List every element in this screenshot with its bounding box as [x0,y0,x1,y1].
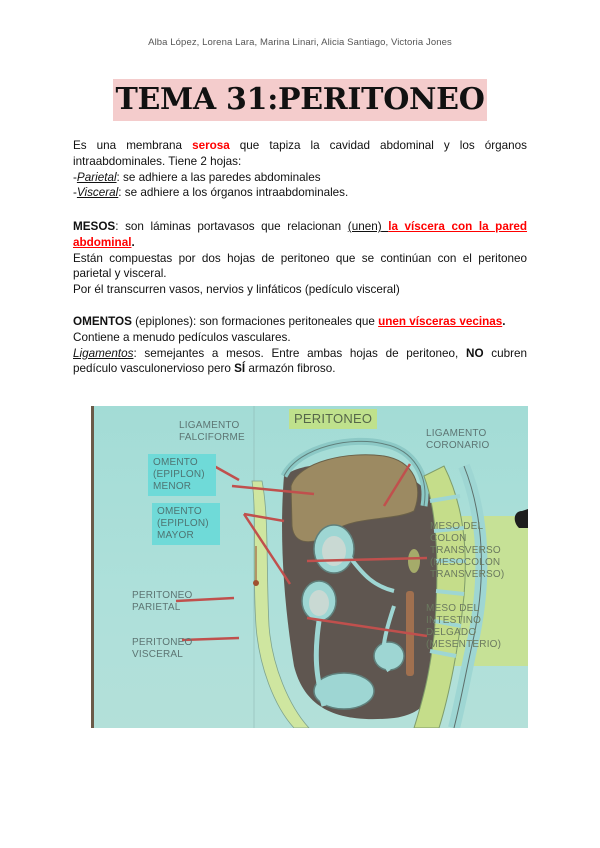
label-line: COLON [430,533,467,544]
underlined-unen: (unen) [347,220,382,233]
label-line: OMENTO [153,457,198,468]
emphasis-no: NO [466,346,484,360]
label-line: PERITONEO [132,637,193,648]
term-ligamentos: Ligamentos [73,346,134,360]
label-line: DELGADO [426,627,477,638]
label-line: PARIETAL [132,602,181,613]
mesos-composition: Están compuestas por dos hojas de perito… [73,251,527,281]
label-line: CORONARIO [426,440,490,451]
highlight-serosa: serosa [192,139,230,152]
period: . [131,235,135,249]
label-line: LIGAMENTO [179,420,240,431]
anatomy-illustration [175,406,528,728]
label-peritoneo-parietal: PERITONEO PARIETAL [132,590,193,614]
label-line: (EPIPLON) [157,518,209,529]
label-line: TRANSVERSO [430,545,501,556]
label-ligamento-falciforme: LIGAMENTO FALCIFORME [179,420,245,444]
text: : son láminas portavasos que relacionan [115,220,348,233]
list-item-visceral: -Visceral: se adhiere a los órganos intr… [73,185,527,201]
label-peritoneo-title: PERITONEO [289,409,378,429]
page-title: TEMA 31:PERITONEO [113,79,487,121]
label-line: FALCIFORME [179,432,245,443]
label-ligamento-coronario: LIGAMENTO CORONARIO [426,428,489,452]
dash: - [73,170,77,184]
label-meso-colon-transverso: MESO DEL COLON TRANSVERSO (MESOCOLON TRA… [430,521,504,581]
title-container: TEMA 31:PERITONEO [0,79,600,121]
dash: - [73,186,77,200]
highlight-unen-visceras: unen vísceras vecinas [378,315,503,328]
ligamentos-paragraph: Ligamentos: semejantes a mesos. Entre am… [73,346,527,378]
emphasis-si: SÍ [234,362,246,376]
section-mesos: MESOS: son láminas portavasos que relaci… [73,219,527,298]
label-line: VISCERAL [132,649,184,660]
label-line: OMENTO [157,506,202,517]
text: : se adhiere a los órganos intraabdomina… [118,186,349,200]
label-line: MAYOR [157,530,194,541]
label-line: MENOR [153,481,192,492]
label-omento-mayor: OMENTO (EPIPLON) MAYOR [152,503,220,545]
period: . [502,315,506,328]
label-line: LIGAMENTO [426,428,487,439]
label-peritoneo-visceral: PERITONEO VISCERAL [132,637,193,661]
label-line: (MESENTERIO) [426,639,502,650]
label-line: TRANSVERSO) [430,569,505,580]
label-line: INTESTINO [426,615,482,626]
term-omentos: OMENTOS [73,315,132,328]
term-mesos: MESOS [73,220,116,233]
label-line: PERITONEO [132,590,193,601]
section-omentos: OMENTOS (epiplones): son formaciones per… [73,314,527,377]
authors-header: Alba López, Lorena Lara, Marina Linari, … [148,37,452,48]
omentos-paragraph: OMENTOS (epiplones): son formaciones per… [73,314,527,330]
omentos-vascular: Contiene a menudo pedículos vasculares. [73,330,291,344]
text: (epiplones): son formaciones peritoneale… [131,315,379,328]
label-line: (MESOCOLON [430,557,501,568]
text: : semejantes a mesos. Entre ambas hojas … [133,346,467,360]
term-parietal: Parietal [76,170,117,184]
highlight-viscera-pared: la víscera con la pared abdominal [73,220,528,249]
label-omento-menor: OMENTO (EPIPLON) MENOR [148,454,216,496]
label-line: (EPIPLON) [153,469,205,480]
text: Es una membrana [73,139,193,152]
text: cubren pedículo vasculonervioso pero [73,346,527,376]
label-line: MESO DEL [426,603,480,614]
text: armazón fibroso. [245,362,336,376]
mesos-paragraph: MESOS: son láminas portavasos que relaci… [73,219,527,251]
text: : se adhiere a las paredes abdominales [116,170,321,184]
mesos-content: Por él transcurren vasos, nervios y linf… [73,283,400,297]
text: que tapiza la cavidad abdominal y los ór… [73,139,527,168]
list-item-parietal: -Parietal: se adhiere a las paredes abdo… [73,170,527,186]
label-line: MESO DEL [430,521,484,532]
definition-paragraph: Es una membrana serosa que tapiza la cav… [73,138,527,170]
label-meso-intestino-delgado: MESO DEL INTESTINO DELGADO (MESENTERIO) [426,603,501,651]
section-definition: Es una membrana serosa que tapiza la cav… [73,138,527,201]
peritoneum-diagram-photo: LIGAMENTO FALCIFORME PERITONEO LIGAMENTO… [91,406,528,728]
term-visceral: Visceral [76,186,119,200]
